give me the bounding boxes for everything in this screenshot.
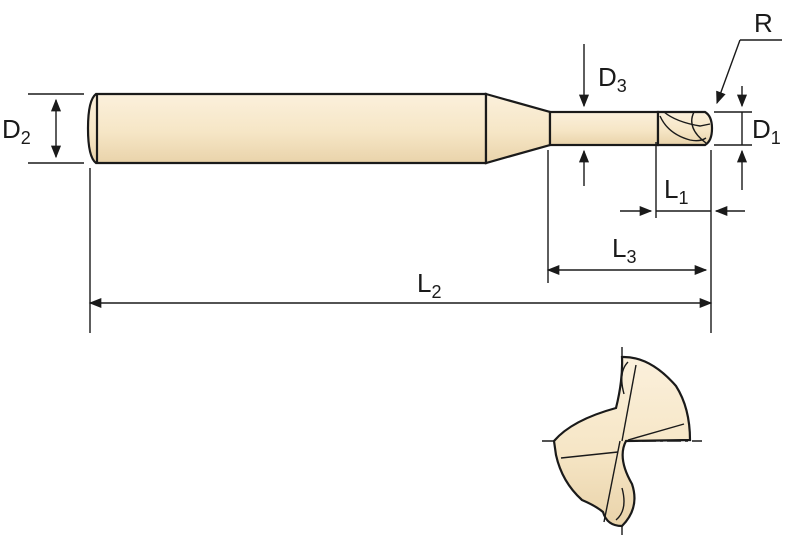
flute-curve-3 [691, 111, 707, 144]
svg-text:L1: L1 [664, 174, 688, 208]
svg-text:L3: L3 [612, 233, 636, 267]
taper [484, 92, 552, 165]
d2-subscript: 2 [21, 128, 31, 148]
l3-subscript: 3 [626, 247, 636, 267]
cutting-edge-3 [560, 451, 619, 459]
dimension-d1: D1 [736, 86, 781, 190]
cutting-edge-4 [627, 423, 685, 441]
svg-text:D3: D3 [598, 62, 627, 96]
shank [86, 92, 488, 165]
cutting-head [656, 110, 714, 147]
r-label: R [754, 8, 773, 38]
inner-curve-top [621, 361, 629, 395]
inner-curve-bottom [615, 487, 625, 521]
cutting-edge-2 [621, 364, 637, 442]
d2-letter: D [2, 114, 21, 144]
svg-text:D2: D2 [2, 114, 31, 148]
dimension-d2: D2 [2, 98, 62, 159]
dimension-d3: D3 [578, 44, 627, 186]
l1-letter: L [664, 174, 678, 204]
l2-letter: L [417, 268, 431, 298]
end-mill-side-view [86, 92, 714, 165]
d3-subscript: 3 [617, 76, 627, 96]
dimension-l3: L3 [546, 233, 708, 276]
svg-text:L2: L2 [417, 268, 441, 302]
neck [548, 110, 660, 147]
end-view-outline [552, 355, 692, 528]
flute-curve-2 [663, 111, 711, 127]
l1-subscript: 1 [678, 188, 688, 208]
end-mill-end-view [542, 347, 702, 535]
dimension-r: R [716, 8, 782, 105]
dimension-l1: L1 [620, 174, 745, 217]
l3-letter: L [612, 233, 626, 263]
d1-subscript: 1 [771, 128, 781, 148]
svg-text:D1: D1 [752, 114, 781, 148]
dimension-l2: L2 [88, 268, 713, 309]
d3-letter: D [598, 62, 617, 92]
cutting-edge-1 [603, 440, 621, 523]
d1-letter: D [752, 114, 771, 144]
extension-lines [28, 93, 752, 333]
l2-subscript: 2 [431, 282, 441, 302]
